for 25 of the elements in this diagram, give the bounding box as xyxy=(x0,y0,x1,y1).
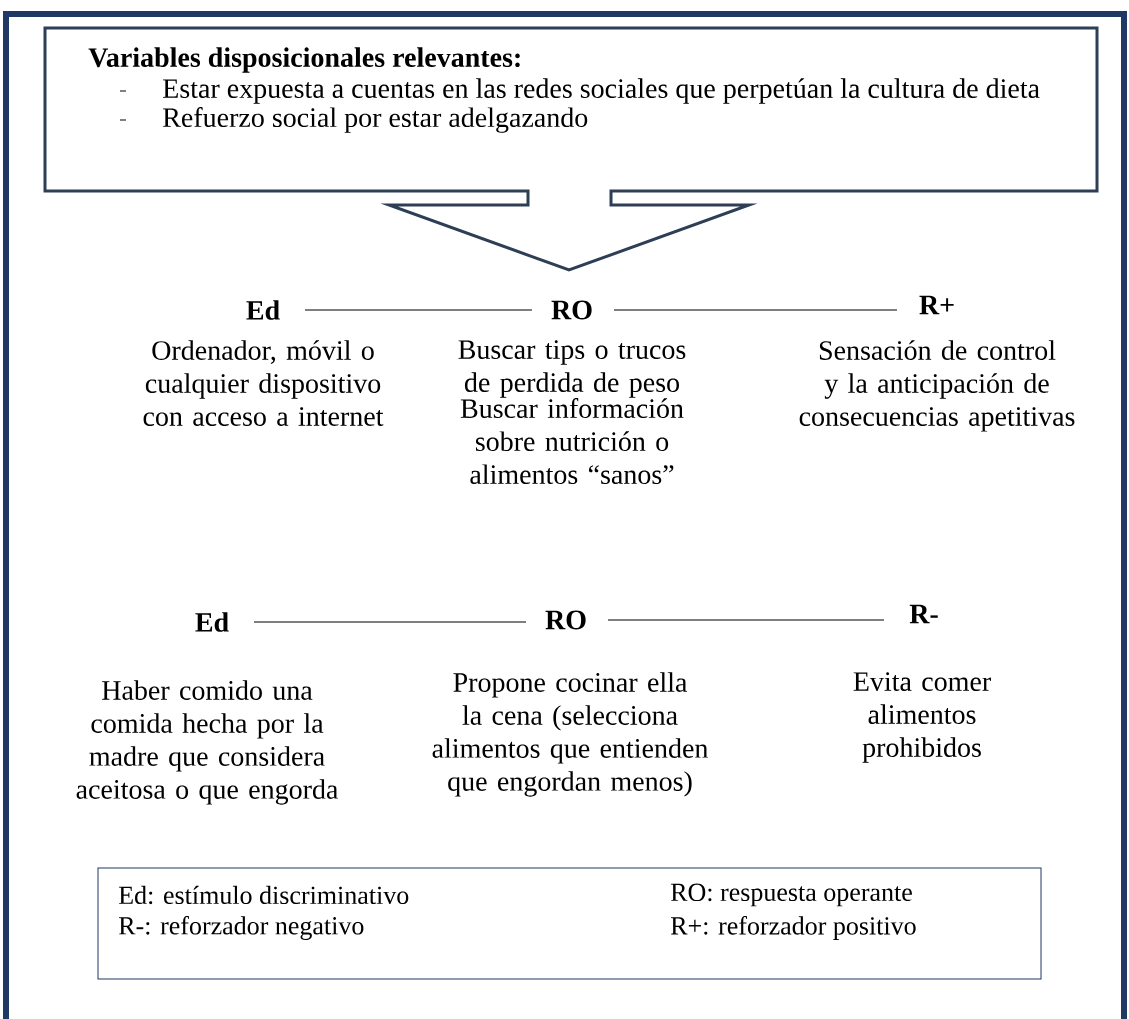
connector-line xyxy=(607,619,885,621)
key-box xyxy=(97,867,1042,980)
description: Evita comer alimentos prohibidos xyxy=(853,672,991,763)
term-label: R+ xyxy=(919,295,954,315)
key-entry: RO: respuesta operante xyxy=(670,883,912,907)
term-label: Ed xyxy=(195,612,229,632)
description: Buscar tips o trucos de perdida de peso xyxy=(458,340,686,398)
heading: Variables disposicionales relevantes: xyxy=(88,47,520,73)
connector-line xyxy=(613,309,898,311)
key-entry: Ed: estímulo discriminativo xyxy=(118,885,409,905)
term-label: RO xyxy=(551,300,592,320)
description: Propone cocinar ella la cena (selecciona alimentos que entienden que engordan menos) xyxy=(432,672,708,797)
term-label: R- xyxy=(909,604,938,624)
term-label: RO xyxy=(545,610,586,630)
key-entry: R-: reforzador negativo xyxy=(118,916,364,940)
key-entry: R+: reforzador positivo xyxy=(670,916,916,940)
description: Ordenador, móvil o cualquier dispositivo con acceso a internet xyxy=(143,340,384,426)
description: Haber comido una comida hecha por la madre que considera aceitosa o que engorda xyxy=(76,680,338,805)
connector-line xyxy=(304,309,533,311)
description: Sensación de control y la anticipación de consecuencias apetitivas xyxy=(799,340,1075,432)
description: Buscar información sobre nutrición o alimentos “sanos” xyxy=(460,398,684,485)
term-label: Ed xyxy=(246,300,280,320)
connector-line xyxy=(253,621,527,623)
bullet-item: Estar expuesta a cuentas en las redes sociales que perpetúan la cultura de dieta xyxy=(163,78,1040,104)
bullet-item: Refuerzo social por estar adelgazando xyxy=(163,107,588,133)
